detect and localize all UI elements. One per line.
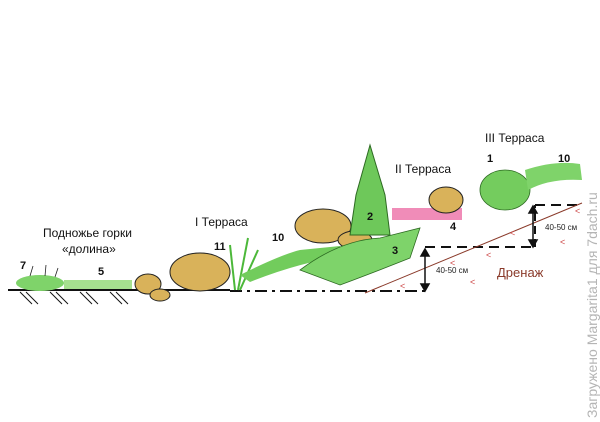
label-height-upper: 40-50 см <box>545 223 577 232</box>
plant-number-10-upper: 10 <box>558 153 570 165</box>
label-valley: «долина» <box>62 242 116 256</box>
plant-7-cushion <box>16 264 64 291</box>
stone-small <box>134 273 162 295</box>
svg-text:<: < <box>450 258 455 268</box>
drainage-marks: < < < < < < < <box>400 206 580 291</box>
plant-number-5: 5 <box>98 266 104 278</box>
svg-text:<: < <box>486 250 491 260</box>
svg-text:<: < <box>400 281 405 291</box>
stone-terrace3 <box>428 186 464 214</box>
plant-number-11: 11 <box>214 241 226 253</box>
stone-small <box>149 288 171 302</box>
plant-11-grass <box>229 237 259 291</box>
drainage-line <box>364 202 583 294</box>
label-terrace-2: II Терраса <box>395 162 451 176</box>
plant-1-shrub <box>479 169 531 211</box>
stone-large <box>169 252 231 292</box>
svg-text:<: < <box>560 237 565 247</box>
plant-5-groundcover <box>64 280 132 289</box>
label-terrace-1: I Терраса <box>195 215 248 229</box>
plant-number-10: 10 <box>272 232 284 244</box>
label-terrace-3: III Терраса <box>485 131 545 145</box>
plant-number-3: 3 <box>392 245 398 257</box>
plant-3-fern <box>299 227 421 286</box>
plant-number-1: 1 <box>487 153 493 165</box>
svg-text:<: < <box>510 228 515 238</box>
plant-number-7: 7 <box>20 260 26 272</box>
plant-2-conifer <box>349 143 391 236</box>
label-height-lower: 40-50 см <box>436 266 468 275</box>
plant-10-creeper <box>240 246 345 282</box>
height-arrow-lower <box>419 247 431 293</box>
label-foot: Подножье горки <box>43 226 132 240</box>
plant-10-creeper-upper <box>525 162 582 190</box>
svg-text:<: < <box>575 206 580 216</box>
height-arrow-upper <box>527 204 539 249</box>
svg-text:<: < <box>470 277 475 287</box>
plant-number-4: 4 <box>450 221 457 233</box>
plant-number-2: 2 <box>367 211 373 223</box>
label-drainage: Дренаж <box>497 265 544 280</box>
watermark: Загружено Margarita1 для 7dach.ru <box>584 192 600 418</box>
